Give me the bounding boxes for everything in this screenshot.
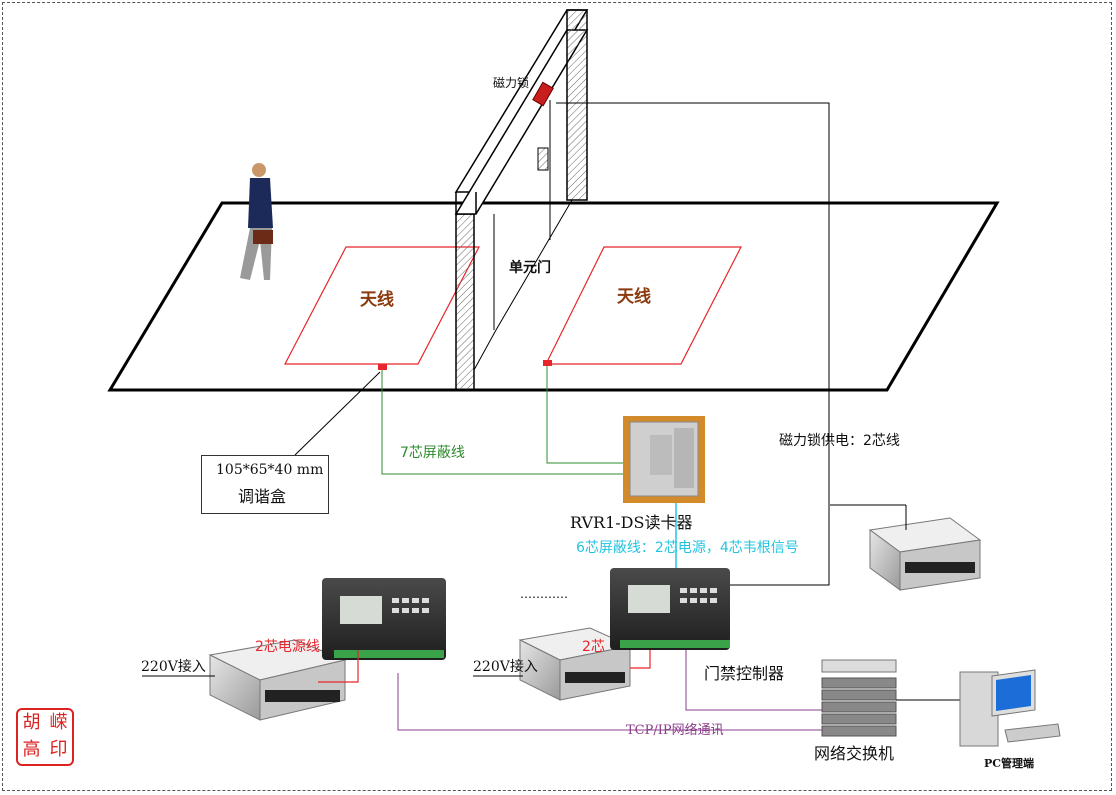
seal-char: 胡 (22, 712, 41, 733)
power-cable-right-wire (630, 650, 651, 669)
ac-input-left-label: 220V接入 (141, 659, 206, 675)
unit-door-label: 单元门 (509, 260, 551, 276)
access-controller-label: 门禁控制器 (704, 664, 785, 683)
power-cable-right-label: 2芯 (582, 639, 605, 655)
power-supply-icon-middle (518, 627, 632, 701)
controller-icon-right (610, 568, 730, 650)
pc-icon (959, 669, 1061, 747)
tcpip-wire (397, 673, 822, 731)
shield-cable-7-label: 7芯屏蔽线 (400, 445, 465, 461)
tuning-box: 105*65*40 mm 调谐盒 (201, 455, 329, 514)
lock-power-wire (556, 102, 830, 586)
tcpip-label: TCP/IP网络通讯 (626, 723, 724, 738)
person-icon (240, 163, 273, 280)
antenna-left-connector (378, 364, 387, 370)
seal-char: 高 (22, 739, 41, 760)
power-cable-left-wire (318, 650, 359, 683)
magnetic-lock-icon (532, 81, 554, 107)
lock-armature-icon (537, 147, 549, 171)
tcpip-wire-right (685, 650, 822, 711)
antenna-left (284, 246, 480, 365)
shield-cable-7-wire (381, 370, 623, 475)
network-switch-label: 网络交换机 (814, 744, 895, 763)
power-supply-icon-left (208, 639, 347, 721)
seal-char: 印 (49, 739, 68, 760)
tuning-box-name: 调谐盒 (238, 487, 287, 506)
antenna-right-connector (543, 360, 552, 366)
seal-stamp: 胡 嵘 高 印 (16, 708, 74, 766)
antenna-left-label: 天线 (360, 290, 394, 310)
pc-terminal-label: PC管理端 (984, 757, 1035, 770)
controller-icon-left (322, 578, 446, 660)
unit-door-frame (454, 9, 589, 391)
reader-cable-label: 6芯屏蔽线：2芯电源，4芯韦根信号 (576, 540, 799, 556)
power-supply-icon-right (868, 517, 982, 591)
magnetic-lock-label: 磁力锁 (493, 76, 530, 90)
power-cable-left-label: 2芯电源线 (255, 639, 320, 655)
card-reader-icon (623, 416, 705, 503)
seal-char: 嵘 (49, 712, 68, 733)
lock-power-label: 磁力锁供电：2芯线 (779, 433, 900, 449)
tuning-box-leader (294, 371, 381, 456)
network-switch-icon (821, 659, 897, 737)
shield-cable-7-wire-right (546, 366, 623, 464)
floor-plane (107, 201, 1000, 392)
antenna-right-label: 天线 (617, 287, 651, 307)
tuning-box-size: 105*65*40 mm (216, 462, 324, 478)
ac-input-right-label: 220V接入 (473, 659, 538, 675)
antenna-right (545, 246, 742, 365)
ellipsis-label: ………… (520, 587, 568, 601)
reader-name-label: RVR1-DS读卡器 (570, 513, 693, 532)
